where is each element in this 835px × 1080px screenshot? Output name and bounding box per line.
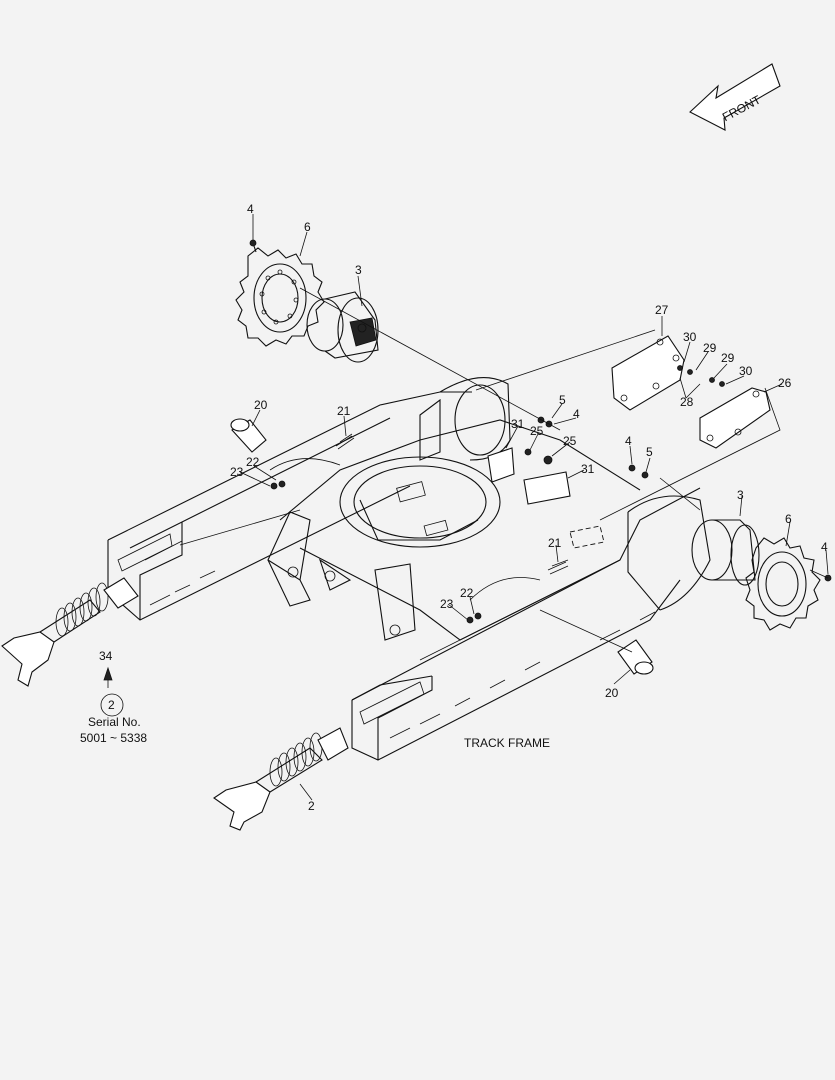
front-arrow-icon: FRONT — [689, 63, 781, 131]
callout-21-top: 21 — [337, 404, 351, 418]
callout-26: 26 — [778, 376, 792, 390]
callout-3-right: 3 — [737, 488, 744, 502]
callout-leaders — [239, 214, 829, 801]
callout-6-top: 6 — [304, 220, 311, 234]
assembly-leader-lines — [107, 287, 829, 688]
callout-27: 27 — [655, 303, 669, 317]
roller-20-upper-icon — [230, 418, 267, 453]
upper-sprocket-icon — [235, 247, 325, 347]
callout-22-top: 22 — [246, 455, 260, 469]
callout-2: 2 — [308, 799, 315, 813]
track-adjuster-2-icon — [213, 727, 349, 831]
callout-3-top: 3 — [355, 263, 362, 277]
callout-29-b: 29 — [721, 351, 735, 365]
cover-plate-31-upper-icon — [487, 447, 515, 483]
callout-25-b: 25 — [563, 434, 577, 448]
roller-20-lower-icon — [617, 639, 654, 675]
serial-range: 5001 ~ 5338 — [80, 731, 147, 745]
diagram-title: TRACK FRAME — [464, 736, 550, 750]
callout-4-mid: 4 — [573, 407, 580, 421]
track-frame-body — [107, 377, 711, 761]
callout-22-bottom: 22 — [460, 586, 474, 600]
callout-23-top: 23 — [230, 465, 244, 479]
callout-25-a: 25 — [530, 424, 544, 438]
callout-labels: 4 6 3 27 30 29 29 30 28 26 20 21 5 4 31 … — [99, 202, 828, 813]
cover-plate-26-icon — [699, 387, 771, 449]
callout-4-top: 4 — [247, 202, 254, 216]
right-travel-motor-icon — [691, 519, 760, 586]
bolts-small-parts-icon — [249, 239, 832, 624]
right-sprocket-icon — [745, 537, 821, 631]
callout-4-far: 4 — [821, 540, 828, 554]
callout-5-top: 5 — [559, 393, 566, 407]
callout-5-right: 5 — [646, 445, 653, 459]
callout-20-bottom: 20 — [605, 686, 619, 700]
track-adjuster-34-icon — [1, 577, 139, 687]
serial-circle-number: 2 — [108, 698, 115, 712]
callout-31-b: 31 — [581, 462, 595, 476]
cover-plate-27-icon — [611, 335, 685, 411]
upper-travel-motor-icon — [306, 291, 379, 363]
callout-20-top: 20 — [254, 398, 268, 412]
callout-30-a: 30 — [683, 330, 697, 344]
callout-21-bottom: 21 — [548, 536, 562, 550]
callout-6-right: 6 — [785, 512, 792, 526]
cover-plate-31-lower-icon — [523, 471, 571, 505]
callout-31-a: 31 — [511, 417, 525, 431]
serial-label: Serial No. — [88, 715, 141, 729]
callout-29-a: 29 — [703, 341, 717, 355]
callout-34: 34 — [99, 649, 113, 663]
serial-circle-icon — [100, 693, 124, 717]
callout-4-right: 4 — [625, 434, 632, 448]
callout-34-arrow-icon — [103, 666, 113, 681]
callout-30-b: 30 — [739, 364, 753, 378]
callout-23-bottom: 23 — [440, 597, 454, 611]
callout-28: 28 — [680, 395, 694, 409]
